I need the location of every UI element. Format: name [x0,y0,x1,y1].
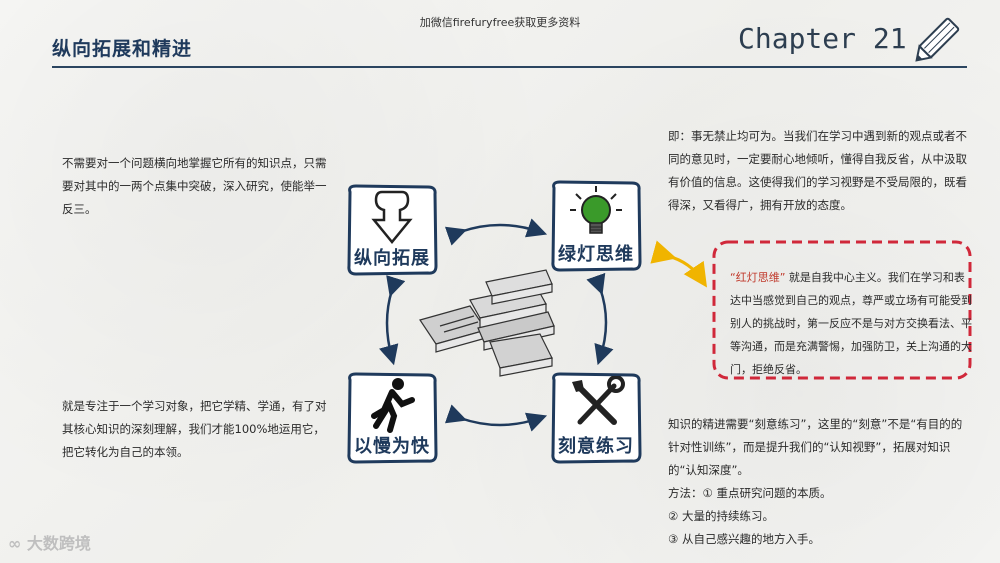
text-green-light: 即：事无禁止均可为。当我们在学习中遇到新的观点或者不同的意见时，一定要耐心地倾听… [668,129,967,212]
card-deliberate-practice: 刻意练习 [548,370,644,466]
header-divider [52,66,967,68]
red-light-desc: 就是自我中心主义。我们在学习和表达中当感觉到自己的观点，尊严或立场有可能受到别人… [730,271,972,376]
brand-watermark: ∞ 大数跨境 [8,530,91,554]
card-vertical-expansion: 纵向拓展 [344,182,440,278]
card-label: 以慢为快 [354,436,430,457]
red-dashed-callout [712,240,972,380]
lightbulb-icon [570,186,622,234]
practice-method-3: ③ 从自己感兴趣的地方入手。 [668,532,820,546]
page-title: 纵向拓展和精进 [52,38,193,60]
card-slow-is-fast: 以慢为快 [344,370,440,466]
watermark-note: 加微信firefuryfree获取更多资料 [419,16,581,29]
card-label: 刻意练习 [558,436,634,457]
brand-logo-icon: ∞ [8,534,27,553]
card-label: 纵向拓展 [354,248,430,269]
practice-desc: 知识的精进需要“刻意练习”，这里的“刻意”不是“有目的的针对性训练”，而是提升我… [668,417,963,477]
text-vertical-expansion: 不需要对一个问题横向地掌握它所有的知识点，只需要对其中的一两个点集中突破，深入研… [62,156,327,216]
practice-method-1: 方法：① 重点研究问题的本质。 [668,486,832,500]
card-label: 绿灯思维 [558,244,634,265]
practice-method-2: ② 大量的持续练习。 [668,509,774,523]
text-deliberate-practice: 知识的精进需要“刻意练习”，这里的“刻意”不是“有目的的针对性训练”，而是提升我… [668,413,968,551]
arrow-down-icon [371,190,413,244]
chapter-label: Chapter 21 [738,22,907,55]
card-frame [551,372,642,464]
text-slow-is-fast: 就是专注于一个学习对象，把它学精、学通，有了对其核心知识的深刻理解，我们才能10… [62,399,327,459]
tools-icon [572,376,625,425]
text-red-light: “红灯思维” 就是自我中心主义。我们在学习和表达中当感觉到自己的观点，尊严或立场… [730,266,972,381]
red-light-term: “红灯思维” [730,271,786,284]
pencil-icon [915,17,960,62]
brand-name: 大数跨境 [26,534,91,553]
card-green-light-thinking: 绿灯思维 [548,178,644,274]
running-man-icon [371,378,415,433]
